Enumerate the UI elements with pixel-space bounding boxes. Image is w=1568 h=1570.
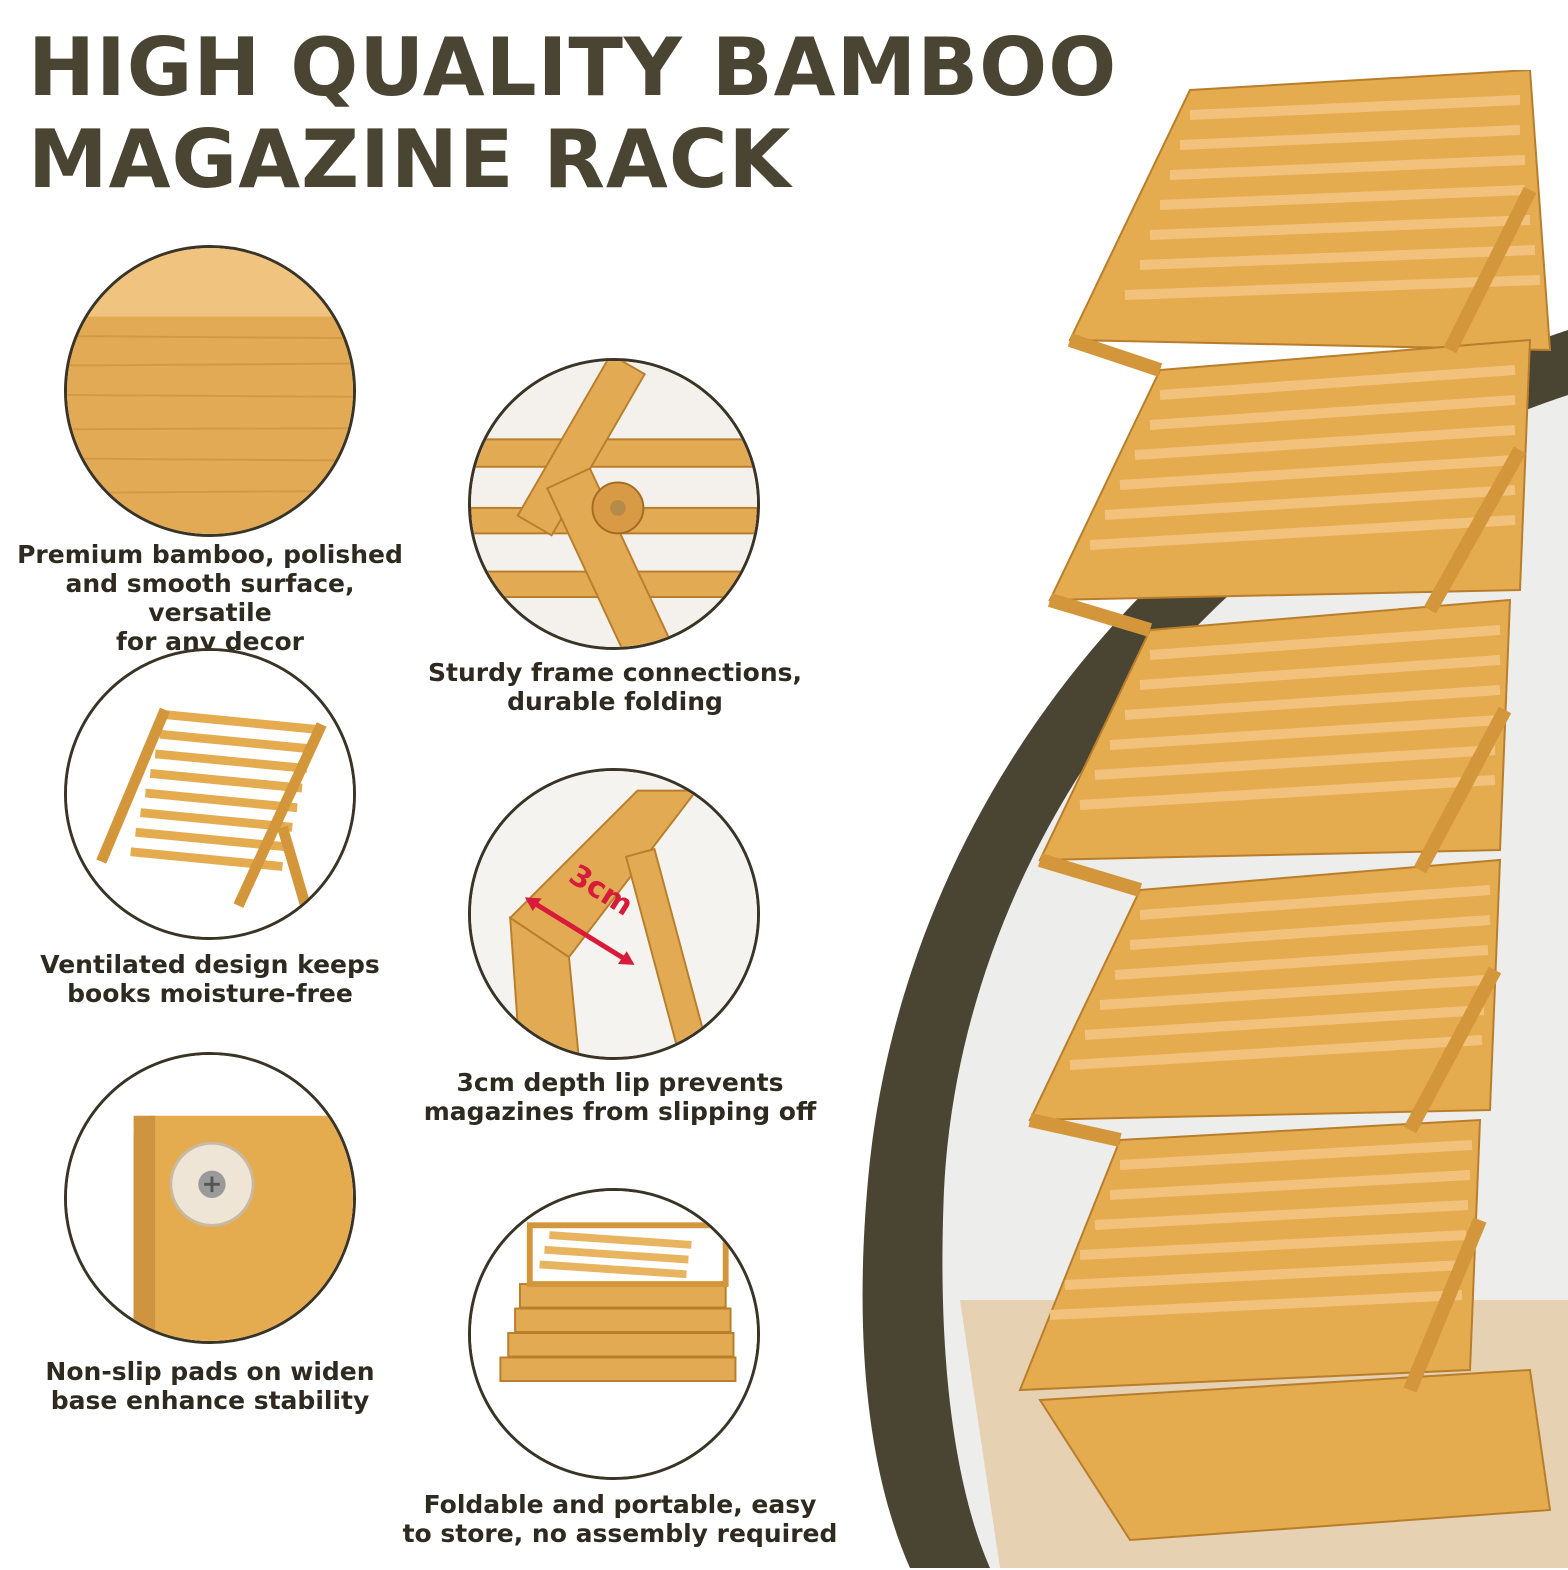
feature-caption-bamboo: Premium bamboo, polished and smooth surf… [17,540,403,656]
title-line-2: MAGAZINE RACK [28,113,792,206]
rack-slats [1049,95,1541,1320]
feature-image-hinge [468,358,760,650]
feature-caption-ventilated: Ventilated design keeps books moisture-f… [40,950,380,1008]
feature-image-bamboo-surface [64,245,356,537]
feature-image-non-slip-pad [64,1052,356,1344]
page-title: HIGH QUALITY BAMBOO MAGAZINE RACK [28,22,1117,206]
feature-caption-pads: Non-slip pads on widen base enhance stab… [45,1357,375,1415]
feature-caption-lip: 3cm depth lip prevents magazines from sl… [423,1068,817,1126]
rack-frame-legs [1028,186,1537,1393]
title-line-1: HIGH QUALITY BAMBOO [28,21,1118,114]
feature-image-shelf-lip: 3cm [468,768,760,1060]
feature-caption-foldable: Foldable and portable, easy to store, no… [402,1490,838,1548]
product-image-magazine-rack [1018,70,1552,1542]
feature-image-folded-rack [468,1188,760,1480]
feature-caption-hinge: Sturdy frame connections, durable foldin… [428,658,802,716]
feature-image-slatted-shelf [64,648,356,940]
